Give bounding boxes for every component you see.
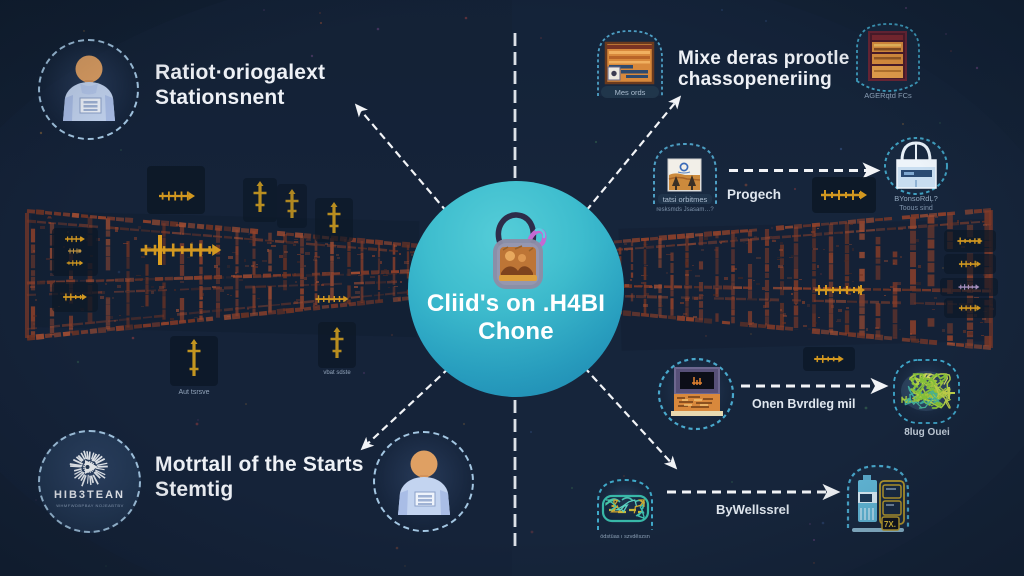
svg-text:7X.: 7X. <box>884 520 896 529</box>
svg-text:Mes ords: Mes ords <box>615 88 646 97</box>
svg-text:resksmds Jsasam…?: resksmds Jsasam…? <box>656 207 714 213</box>
svg-text:AGERqtd FCs: AGERqtd FCs <box>864 91 912 100</box>
svg-text:8lug Ouei: 8lug Ouei <box>904 427 950 438</box>
svg-text:BYonsoRdĻ?: BYonsoRdĻ? <box>894 194 938 203</box>
svg-text:ödstüas ı szvdêszsn: ödstüas ı szvdêszsn <box>600 534 650 540</box>
svg-text:tatsi orbitmes: tatsi orbitmes <box>663 195 708 204</box>
svg-text:Toous sind: Toous sind <box>899 205 933 212</box>
